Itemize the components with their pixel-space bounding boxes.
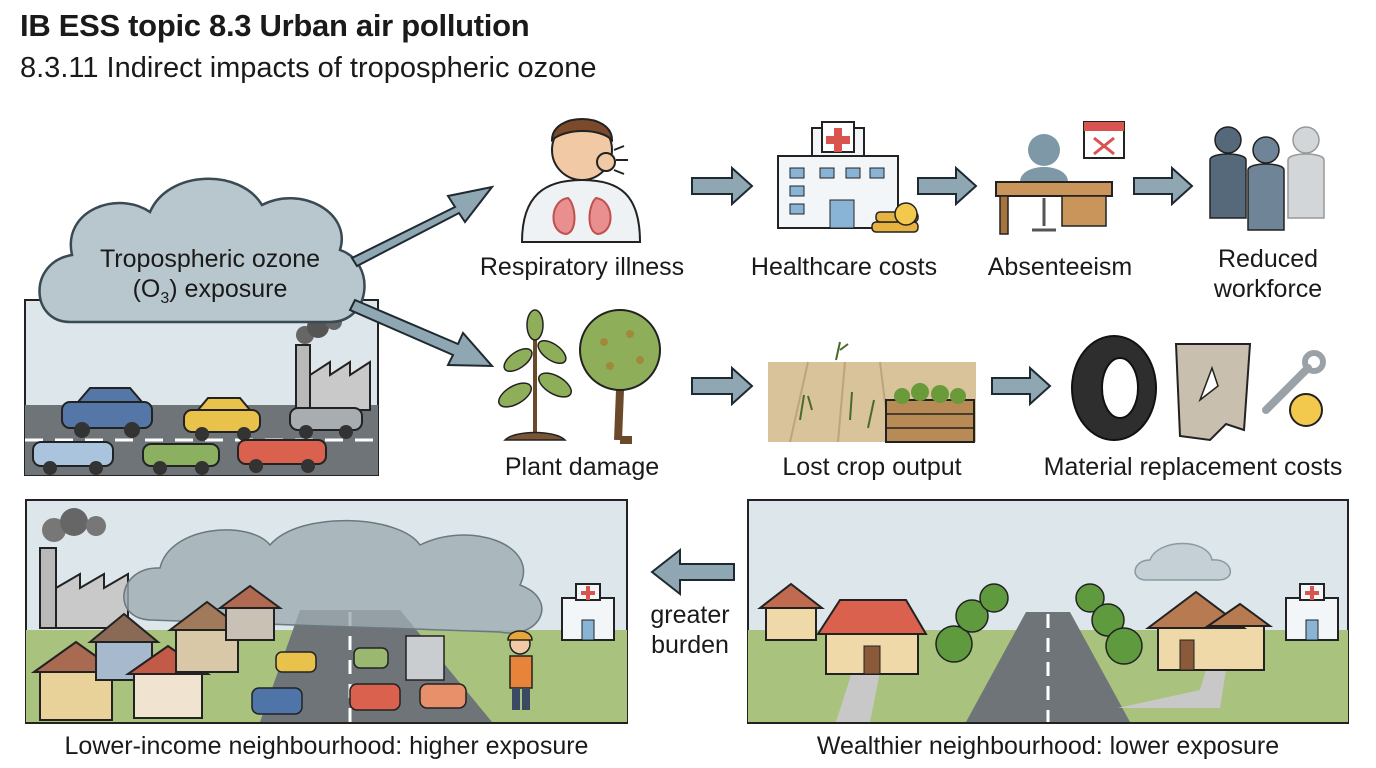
- chain-arrow: [691, 365, 754, 407]
- chain-arrow: [917, 165, 978, 207]
- car-icon: [61, 387, 153, 438]
- greater-burden-line1: greater: [650, 601, 730, 629]
- car-icon: [251, 687, 303, 715]
- car-icon: [183, 397, 261, 441]
- wealthier-caption: Wealthier neighbourhood: lower exposure: [816, 732, 1280, 760]
- smog-cloud: [123, 519, 543, 634]
- damaged-plant-icon: [498, 309, 572, 441]
- calendar-icon: [1083, 121, 1125, 159]
- ozone-formula-suffix: ) exposure: [169, 275, 288, 303]
- factory-icon: [39, 508, 129, 629]
- small-cloud: [1134, 542, 1231, 581]
- chain-arrow: [991, 365, 1052, 407]
- tree-icon: [1075, 583, 1143, 665]
- house-icon: [757, 582, 825, 641]
- reduced-workforce-line1: Reduced: [1217, 245, 1319, 273]
- ozone-formula-prefix: (O: [132, 275, 161, 303]
- arrow-to-health: [350, 185, 495, 268]
- healthcare-costs-label: Healthcare costs: [750, 253, 938, 281]
- coins-icon: [871, 202, 919, 233]
- chain-arrow: [1133, 165, 1194, 207]
- worker-icon: [507, 630, 533, 710]
- arrow-to-plants: [348, 298, 495, 368]
- reduced-workforce-label: Reduced workforce: [1188, 244, 1348, 304]
- material-replacement-costs-label: Material replacement costs: [1043, 453, 1343, 481]
- ozone-label-line1: Tropospheric ozone: [99, 245, 321, 273]
- ozone-formula-subscript: 3: [160, 290, 170, 307]
- house-icon: [816, 599, 928, 675]
- car-icon: [353, 647, 389, 669]
- hospital-icon: [561, 583, 615, 641]
- hospital-icon: [1285, 583, 1339, 641]
- tree-icon: [935, 583, 1009, 663]
- workforce-people-icon: [1209, 126, 1325, 231]
- respiratory-illness-label: Respiratory illness: [479, 253, 685, 281]
- car-icon: [32, 441, 114, 475]
- crate-icon: [885, 383, 975, 443]
- wrench-icon: [1262, 350, 1326, 414]
- greater-burden-line2: burden: [651, 631, 729, 659]
- degraded-fabric-icon: [1174, 343, 1252, 442]
- dollar-coin-icon: [1289, 393, 1323, 427]
- absenteeism-label: Absenteeism: [987, 253, 1133, 281]
- coughing-person-icon: [520, 118, 642, 243]
- reduced-workforce-line2: workforce: [1213, 275, 1323, 303]
- plant-damage-label: Plant damage: [504, 453, 660, 481]
- page-subtitle: 8.3.11 Indirect impacts of tropospheric …: [20, 52, 597, 84]
- lost-crop-output-label: Lost crop output: [782, 453, 962, 481]
- ozone-source-label: Tropospheric ozone (O3) exposure: [70, 244, 350, 314]
- lower-income-scene: [25, 499, 628, 724]
- car-icon: [237, 439, 327, 473]
- ozone-label-line2: (O3) exposure: [70, 274, 350, 314]
- car-icon: [289, 407, 363, 439]
- greater-burden-label: greater burden: [640, 600, 740, 660]
- house-icon: [216, 584, 284, 641]
- car-icon: [349, 683, 401, 711]
- chain-arrow: [691, 165, 754, 207]
- wealthier-scene: [747, 499, 1349, 724]
- cracked-tire-icon: [1071, 335, 1157, 441]
- source-city-scene: [24, 299, 379, 476]
- lower-income-caption: Lower-income neighbourhood: higher expos…: [64, 732, 589, 760]
- house-icon: [1145, 590, 1274, 671]
- damaged-tree-icon: [579, 309, 661, 444]
- empty-desk-icon: [995, 134, 1113, 235]
- truck-icon: [405, 635, 445, 681]
- car-icon: [275, 651, 317, 673]
- greater-burden-arrow: [650, 547, 735, 597]
- car-icon: [142, 443, 220, 475]
- car-icon: [419, 683, 467, 709]
- page-title: IB ESS topic 8.3 Urban air pollution: [20, 8, 530, 43]
